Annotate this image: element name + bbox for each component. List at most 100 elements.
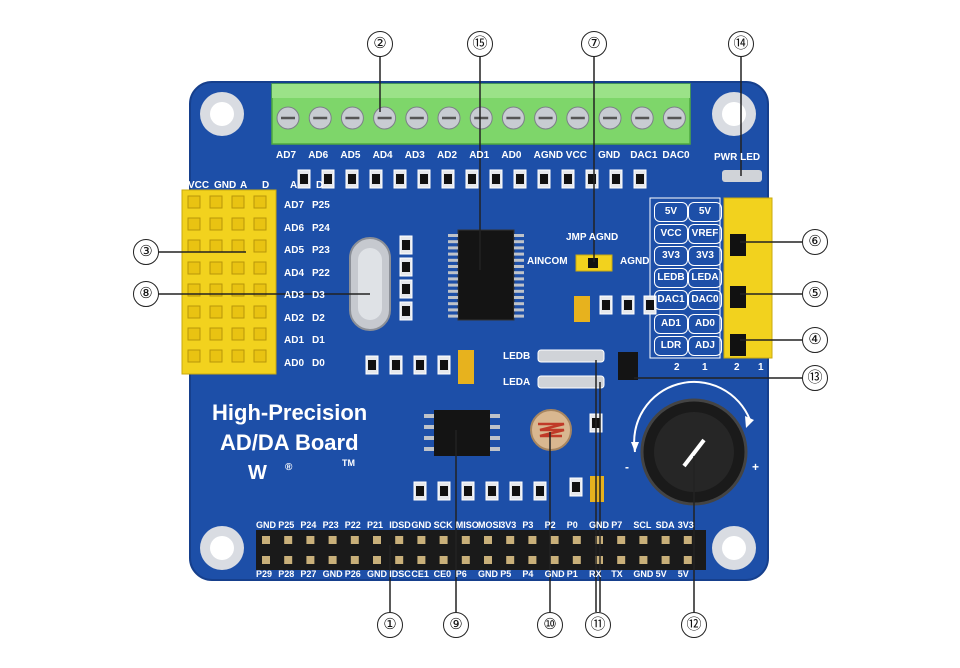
left-pin-header [181, 189, 277, 375]
pin-a-label: AD2 [284, 312, 305, 324]
gpio-bottom-label: GND [367, 569, 387, 579]
trademark-mark: TM [342, 458, 355, 468]
gpio-top-label: P3 [522, 520, 534, 530]
photoresistor [530, 409, 572, 451]
callout-2: ② [367, 31, 393, 57]
pin-a-label: AD4 [284, 267, 305, 279]
gpio-top-label: MISO [455, 520, 479, 530]
gpio-top-label: SDA [655, 520, 675, 530]
pin-a-label: AD5 [284, 245, 305, 256]
callout-10: ⑩ [537, 612, 563, 638]
gpio-top-label: P23 [322, 520, 339, 530]
adc-chip [448, 229, 524, 321]
small-ic [618, 352, 638, 380]
right-col-num-2: 1 [702, 362, 708, 373]
callout-1: ① [377, 612, 403, 638]
callout-11: ⑪ [585, 612, 611, 638]
jumper-option-label: LDR [654, 336, 688, 356]
gpio-top-label: 3V3 [677, 520, 694, 530]
dac-chip [434, 410, 490, 456]
gpio-bottom-label: TX [611, 569, 623, 579]
agnd-label: AGND [620, 256, 650, 267]
gpio-bottom-label: GND [633, 569, 654, 579]
gpio-top-label: P24 [300, 520, 317, 530]
terminal-label: GND [598, 150, 621, 161]
gpio-bottom-label: P27 [300, 569, 317, 579]
brand-logo: W [248, 462, 267, 484]
gpio-top-label: IDSD [389, 520, 411, 530]
jumper-option-label: VREF [688, 224, 722, 244]
power-led [722, 170, 762, 182]
pin-d-label: D3 [312, 290, 325, 301]
gpio-top-label: GND [589, 520, 609, 530]
registered-mark: ® [285, 462, 293, 473]
pin-a-label: AD7 [284, 200, 305, 211]
pin-d-label: P22 [312, 267, 330, 279]
pin-d-label: P25 [312, 200, 330, 211]
jumper-option-label: 3V3 [688, 246, 722, 266]
pot-minus-label: - [625, 460, 629, 474]
led-a [537, 375, 605, 389]
gpio-top-label: 3V3 [500, 520, 517, 530]
gpio-bottom-label: P4 [522, 569, 534, 579]
terminal-label: AD1 [469, 150, 490, 161]
terminal-label: AD5 [340, 150, 361, 161]
jumper-option-label: DAC1 [654, 290, 688, 310]
pot-plus-label: + [752, 460, 760, 474]
led-b [537, 349, 605, 363]
header-top-label: D [316, 180, 324, 191]
callout-15: ⑮ [467, 31, 493, 57]
callout-leaders [158, 56, 802, 612]
jumper-option-label: VCC [654, 224, 688, 244]
led-a-label: LEDA [503, 377, 531, 388]
board-title-line2: AD/DA Board [220, 430, 359, 455]
gpio-top-label: P0 [566, 520, 578, 530]
terminal-label: DAC0 [662, 150, 690, 161]
gpio-bottom-label: P29 [256, 569, 273, 579]
callout-6: ⑥ [802, 229, 828, 255]
gpio-bottom-label: CE1 [411, 569, 429, 579]
header-top-label: D [262, 180, 270, 191]
gpio-bottom-label: RX [589, 569, 602, 579]
gpio-bottom-label: P26 [344, 569, 361, 579]
header-top-label: GND [214, 180, 237, 191]
callout-13: ⑬ [802, 365, 828, 391]
aincom-label: AINCOM [527, 256, 568, 267]
jmp-agnd-label: JMP AGND [566, 232, 619, 243]
pin-a-label: AD1 [284, 335, 305, 346]
jumper-option-label: AD1 [654, 314, 688, 334]
gpio-bottom-label: P28 [278, 569, 295, 579]
gpio-top-label: GND [256, 520, 276, 530]
terminal-label: AD0 [501, 150, 522, 161]
terminal-label: VCC [565, 150, 587, 161]
pin-d-label: D2 [312, 312, 325, 324]
pin-a-label: AD3 [284, 290, 305, 301]
gpio-top-label: P25 [278, 520, 295, 530]
jumper-option-label: 3V3 [654, 246, 688, 266]
jumper-option-label: ADJ [688, 336, 722, 356]
gpio-header [256, 530, 706, 570]
terminal-label: AD6 [308, 150, 329, 161]
gpio-bottom-label: GND [544, 569, 565, 579]
pwr-led-label: PWR LED [714, 152, 761, 163]
pin-a-label: AD6 [284, 222, 305, 234]
gpio-bottom-label: IDSC [389, 569, 411, 579]
right-col-num-1: 2 [674, 362, 680, 373]
jumper-option-label: DAC0 [688, 290, 722, 310]
jumper-option-label: AD0 [688, 314, 722, 334]
pin-d-label: P24 [312, 222, 330, 234]
terminal-label: AD2 [437, 150, 458, 161]
callout-9: ⑨ [443, 612, 469, 638]
callout-14: ⑭ [728, 31, 754, 57]
callout-4: ④ [802, 327, 828, 353]
gpio-bottom-label: GND [478, 569, 498, 579]
gpio-bottom-label: P6 [455, 569, 467, 579]
pin-d-label: P23 [312, 245, 330, 256]
header-top-label: A [290, 180, 298, 191]
gpio-bottom-label: 5V [677, 569, 689, 579]
callout-12: ⑫ [681, 612, 707, 638]
gpio-bottom-label: 5V [655, 569, 667, 579]
jumper-option-label: LEDA [688, 268, 722, 288]
gpio-top-label: P7 [611, 520, 623, 530]
terminal-label: AGND [533, 150, 564, 161]
